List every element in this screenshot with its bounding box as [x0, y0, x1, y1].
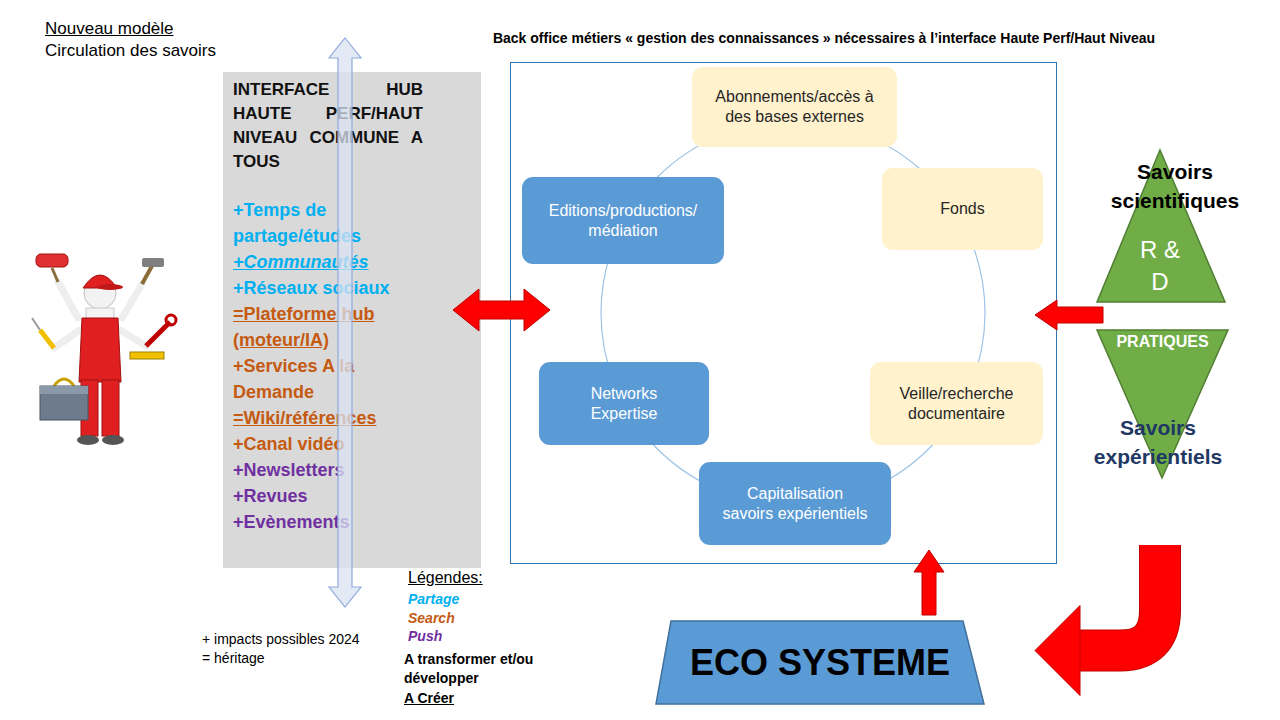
box-label: Fonds: [893, 199, 1033, 219]
legend-heading: Légendes:: [408, 569, 483, 587]
flow-arrow: [1035, 545, 1160, 696]
item-list: +Temps de partage/études+Communautés+Rés…: [233, 197, 396, 535]
worker-illustration-part: [97, 284, 123, 290]
legend-text: Search: [408, 610, 455, 626]
hub-item: +Newsletters: [233, 457, 396, 483]
block-arrow: [914, 550, 944, 615]
block-arrow: [1035, 300, 1103, 330]
hub-item: =Plateforme hub (moteur/IA): [233, 301, 396, 353]
worker-illustration-part: [40, 386, 88, 420]
resource-box: Abonnements/accès à des bases externes: [692, 67, 897, 147]
worker-illustration-part: [142, 266, 152, 284]
worker-illustration-part: [84, 277, 116, 309]
worker-illustration-part: [79, 318, 121, 382]
worker-illustration-part: [77, 435, 99, 445]
resource-box: Fonds: [882, 168, 1043, 250]
worker-illustration-part: [81, 380, 98, 436]
activity-box: Capitalisation savoirs expérientiels: [699, 462, 891, 545]
hub-item: +Communautés: [233, 249, 396, 275]
box-label: Networks Expertise: [574, 384, 674, 424]
activity-box: Editions/productions/ médiation: [522, 177, 724, 264]
worker-illustration-part: [102, 380, 119, 436]
legend-text: Push: [408, 628, 442, 644]
box-label: Veille/recherche documentaire: [882, 384, 1032, 424]
back-office-frame: Back office métiers « gestion des connai…: [510, 62, 1057, 564]
worker-illustration-part: [40, 330, 54, 348]
worker-illustration-part: [54, 379, 74, 386]
worker-illustration-part: [32, 318, 40, 330]
legend-color-sample: Push: [408, 628, 442, 644]
hub-item: +Canal vidéo: [233, 431, 396, 457]
worker-illustration-part: [52, 268, 58, 282]
worker-illustration-part: [86, 308, 114, 326]
hub-item: +Services A la Demande: [233, 353, 396, 405]
diagram-title: Nouveau modèle: [45, 19, 174, 39]
triangle-caption: Savoirs expérientiels: [1083, 413, 1233, 471]
legend-color-sample: Partage: [408, 591, 459, 607]
science-triangle: Savoirs scientifiquesR & D: [1090, 150, 1240, 305]
shape-fill: [656, 621, 984, 704]
hub-item: =Wiki/références: [233, 405, 396, 431]
worker-illustration-part: [58, 282, 78, 318]
flow-arrow: [914, 550, 944, 615]
hub-item: +Réseaux sociaux: [233, 275, 396, 301]
legend-text: Partage: [408, 591, 459, 607]
triangle-label: PRATIQUES: [1090, 332, 1235, 352]
box-label: Capitalisation savoirs expérientiels: [721, 484, 869, 524]
worker-illustration-part: [142, 258, 164, 267]
note-label: = héritage: [202, 650, 265, 666]
worker-illustration-part: [130, 352, 164, 359]
worker-illustration-part: [102, 435, 124, 445]
subtitle-label: Circulation des savoirs: [45, 41, 216, 61]
practice-triangle: PRATIQUESSavoirs expérientiels: [1090, 330, 1240, 480]
box-label: Abonnements/accès à des bases externes: [707, 87, 882, 127]
legend-text: A transformer et/ou développer: [404, 650, 564, 688]
interface-hub-box: INTERFACE HUB HAUTE PERF/HAUT NIVEAU COM…: [223, 72, 481, 568]
worker-illustration-part: [40, 386, 88, 394]
note-label: + impacts possibles 2024: [202, 631, 360, 647]
worker-illustration-part: [122, 284, 142, 318]
worker-illustration-part: [54, 330, 80, 348]
worker-illustration-part: [36, 254, 68, 267]
legend-color-sample: Search: [408, 610, 455, 626]
arrow-shaft: [1080, 545, 1160, 651]
box-label: Editions/productions/ médiation: [533, 201, 713, 241]
worker-illustration-part: [166, 315, 176, 325]
hub-item: +Evènements: [233, 509, 396, 535]
legend-text: A Créer: [404, 689, 454, 708]
flow-arrow: [1035, 300, 1103, 330]
worker-illustration-part: [146, 322, 170, 346]
box-heading: INTERFACE HUB HAUTE PERF/HAUT NIVEAU COM…: [233, 78, 423, 174]
arrow-head: [1035, 606, 1080, 696]
triangle-label: R & D: [1135, 234, 1185, 298]
resource-box: Veille/recherche documentaire: [870, 362, 1043, 445]
worker-illustration-part: [120, 330, 146, 346]
hub-item: +Revues: [233, 483, 396, 509]
frame-heading: Back office métiers « gestion des connai…: [493, 30, 1155, 46]
arrow-shaft-outline: [1080, 545, 1160, 651]
worker-illustration-part: [83, 275, 117, 288]
triangle-heading: Savoirs scientifiques: [1095, 157, 1255, 215]
ecosystem-label: ECO SYSTEME: [655, 642, 985, 684]
worker-illustration: [32, 254, 176, 445]
ecosystem-trapezoid: ECO SYSTEME: [655, 620, 985, 705]
hub-item: +Temps de partage/études: [233, 197, 396, 249]
activity-box: Networks Expertise: [539, 362, 709, 445]
